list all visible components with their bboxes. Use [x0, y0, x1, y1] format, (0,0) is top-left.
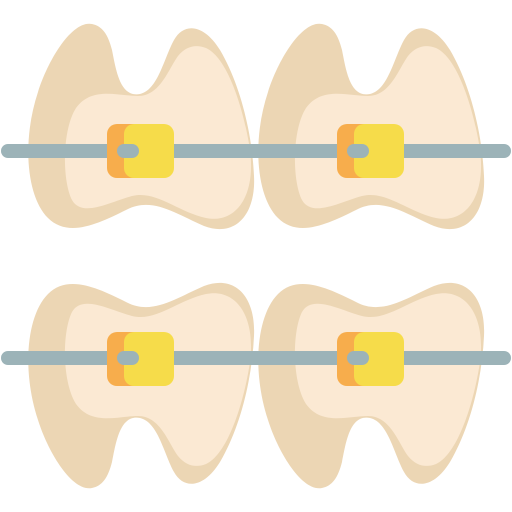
bracket-wire-overlay [117, 144, 369, 365]
upper-teeth-row [28, 23, 485, 230]
wires [1, 144, 511, 365]
lower-right-bracket [337, 332, 404, 386]
lower-right-bracket-face [354, 332, 404, 386]
upper-right-bracket-face [354, 124, 404, 178]
lower-left-bracket [107, 332, 174, 386]
upper-left-bracket-face [124, 124, 174, 178]
brackets [107, 124, 404, 386]
lower-left-bracket-face [124, 332, 174, 386]
lower-teeth-row [28, 282, 485, 489]
